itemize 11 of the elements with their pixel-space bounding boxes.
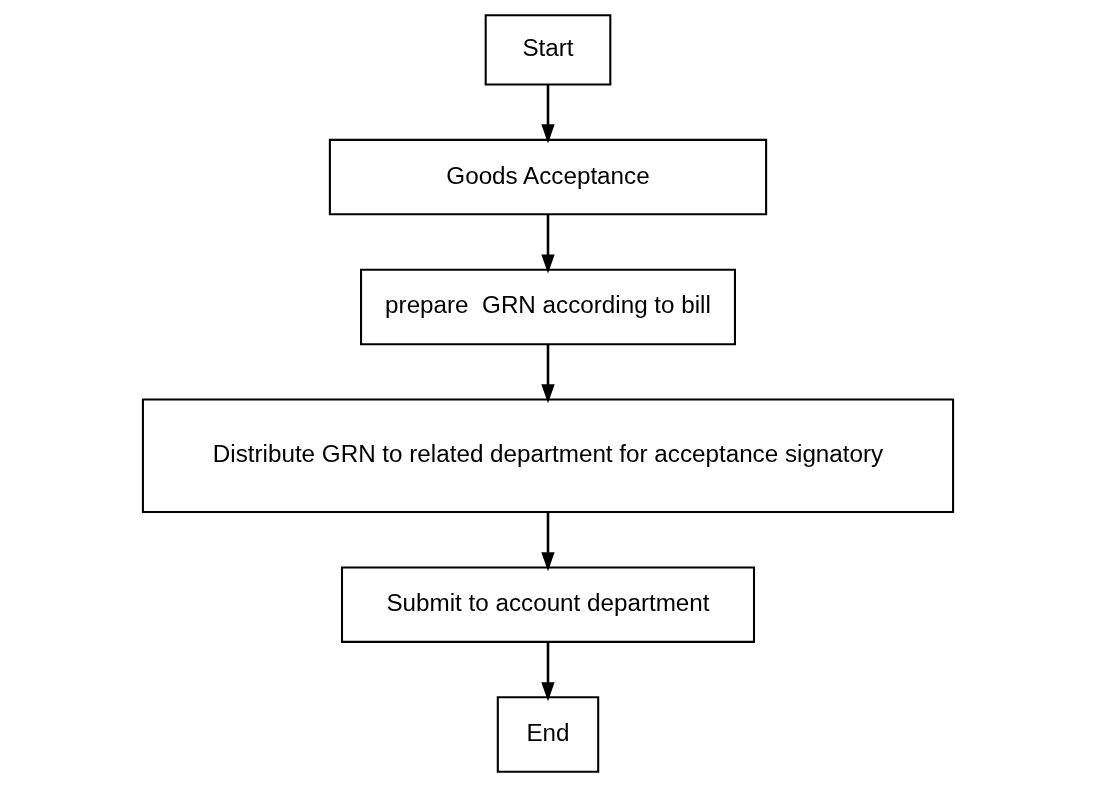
arrow xyxy=(540,214,555,274)
node-box: Distribute GRN to related department for acceptance signatory xyxy=(141,398,954,514)
arrow xyxy=(540,512,555,572)
arrow xyxy=(540,344,555,404)
node-box: prepare GRN according to bill xyxy=(359,268,736,346)
node-box: Submit to account department xyxy=(340,566,755,643)
arrow xyxy=(540,84,555,144)
node-box: Start xyxy=(484,14,611,86)
node-box: End xyxy=(496,696,599,773)
node-box: Goods Acceptance xyxy=(328,138,767,216)
arrow xyxy=(540,642,555,702)
